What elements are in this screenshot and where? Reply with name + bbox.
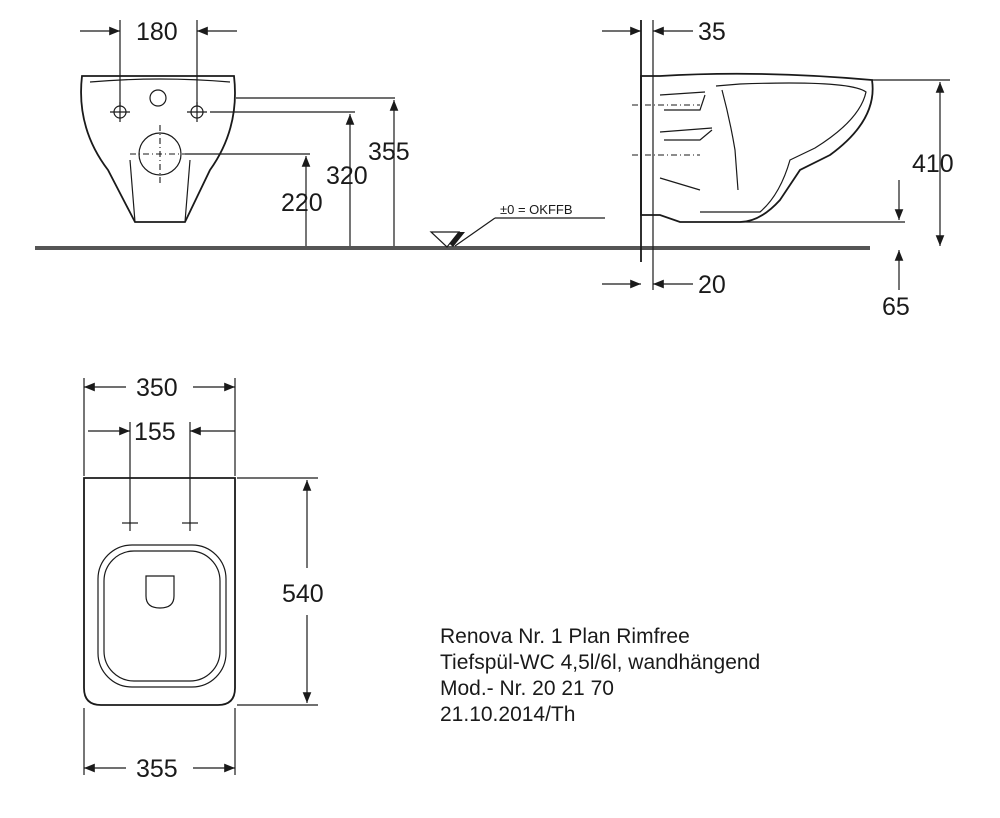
model-number: Mod.- Nr. 20 21 70 — [440, 677, 614, 700]
dim-540-label: 540 — [282, 580, 324, 608]
dim-320-label: 320 — [326, 162, 368, 190]
dim-355-bottom-label: 355 — [136, 755, 178, 783]
front-view — [80, 20, 395, 223]
floor-datum-marker — [429, 217, 605, 248]
top-view — [83, 378, 318, 775]
dim-35-label: 35 — [698, 18, 726, 46]
dim-155-label: 155 — [134, 418, 176, 446]
dim-350-label: 350 — [136, 374, 178, 402]
drawing-date: 21.10.2014/Th — [440, 703, 576, 726]
dim-220-label: 220 — [281, 189, 323, 217]
product-info: Renova Nr. 1 Plan Rimfree Tiefspül-WC 4,… — [440, 624, 760, 728]
side-view — [632, 20, 950, 290]
dim-20-label: 20 — [698, 271, 726, 299]
floor-datum-label: ±0 = OKFFB — [500, 202, 573, 217]
dim-410-label: 410 — [912, 150, 954, 178]
dim-65-label: 65 — [882, 293, 910, 321]
dim-180-label: 180 — [136, 18, 178, 46]
product-name: Renova Nr. 1 Plan Rimfree — [440, 625, 690, 648]
dim-355-label: 355 — [368, 138, 410, 166]
product-description: Tiefspül-WC 4,5l/6l, wandhängend — [440, 651, 761, 674]
